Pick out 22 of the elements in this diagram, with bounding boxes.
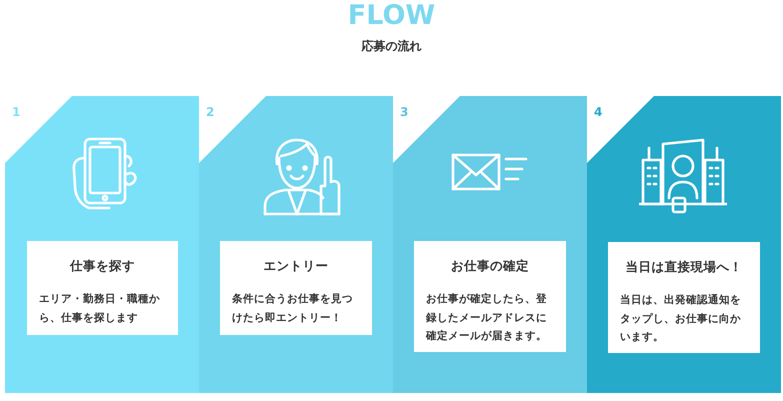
card-heading: 仕事を探す bbox=[68, 258, 136, 275]
card-text: エリア・勤務日・職種から、仕事を探します bbox=[39, 292, 161, 326]
step-card bbox=[220, 241, 372, 335]
step-number: 4 bbox=[594, 105, 602, 119]
page-title: FLOW bbox=[346, 0, 436, 31]
step-card bbox=[608, 242, 760, 353]
card-text: お仕事が確定したら、登録したメールアドレスに確定メールが届きます。 bbox=[426, 292, 548, 344]
card-heading: エントリー bbox=[262, 258, 330, 275]
step-card bbox=[414, 241, 566, 352]
step-panel bbox=[5, 96, 199, 393]
step-panel bbox=[199, 96, 393, 393]
card-text: 当日は、出発確認通知をタップし、お仕事に向かいます。 bbox=[620, 293, 742, 345]
card-text: 条件に合うお仕事を見つけたら即エントリー！ bbox=[232, 292, 354, 326]
step-number: 2 bbox=[206, 105, 214, 119]
step-panel bbox=[393, 96, 587, 393]
card-heading: 当日は直接現場へ！ bbox=[624, 259, 744, 276]
page-subtitle: 応募の流れ bbox=[360, 38, 422, 55]
card-heading: お仕事の確定 bbox=[450, 258, 530, 275]
step-number: 3 bbox=[400, 105, 408, 119]
step-card bbox=[27, 241, 178, 335]
step-panel bbox=[587, 96, 781, 393]
step-number: 1 bbox=[12, 105, 20, 119]
